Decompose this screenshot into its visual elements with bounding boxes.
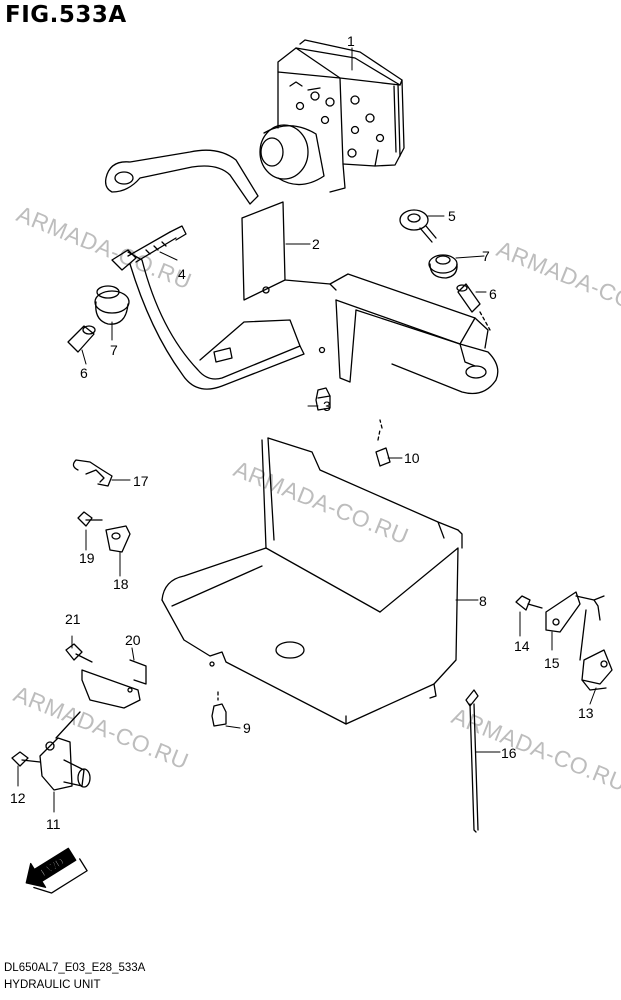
callout-15: 15 — [544, 655, 560, 671]
bolt-part-19 — [77, 511, 103, 527]
callout-4: 4 — [178, 266, 186, 282]
bracket-part-15 — [545, 591, 601, 633]
grommet-part-7-right — [428, 254, 458, 279]
callout-16: 16 — [501, 745, 517, 761]
callout-10: 10 — [404, 450, 420, 466]
callout-6: 6 — [489, 286, 497, 302]
grommet-part-7-left — [94, 285, 130, 325]
callout-2: 2 — [312, 236, 320, 252]
clamp-part-17 — [72, 459, 113, 487]
figure-title: FIG.533A — [5, 2, 127, 28]
hydraulic-unit-part-1 — [259, 39, 405, 193]
callout-5: 5 — [448, 208, 456, 224]
callout-14: 14 — [514, 638, 530, 654]
speed-sensor-part-13 — [579, 595, 613, 691]
callout-21: 21 — [65, 611, 81, 627]
collar-part-6-right — [456, 283, 491, 331]
speed-sensor-part-11 — [39, 711, 91, 791]
callout-18: 18 — [113, 576, 129, 592]
bolt-part-9 — [211, 691, 227, 727]
bolt-part-14 — [515, 595, 543, 611]
callout-3: 3 — [323, 398, 331, 414]
bolt-part-3 — [315, 387, 331, 411]
bolt-part-4 — [111, 225, 187, 271]
callout-20: 20 — [125, 632, 141, 648]
bracket-part-20 — [81, 659, 147, 709]
callout-11: 11 — [46, 816, 61, 832]
callout-19: 19 — [79, 550, 95, 566]
callout-7b: 7 — [110, 342, 118, 358]
bolt-part-12 — [11, 751, 41, 767]
diagram-code: DL650AL7_E03_E28_533A — [4, 962, 146, 974]
bolt-part-21 — [65, 643, 93, 663]
fwd-arrow-icon: FWD — [25, 847, 88, 894]
clip-part-10 — [375, 419, 391, 467]
diagram-subtitle: HYDRAULIC UNIT — [4, 979, 101, 991]
callout-13: 13 — [578, 705, 594, 721]
callout-6b: 6 — [80, 365, 88, 381]
bracket-part-2 — [104, 149, 499, 395]
watermark: ARMADA-CO.RU — [13, 201, 195, 295]
callout-1: 1 — [347, 33, 355, 49]
clamp-part-18 — [105, 525, 131, 553]
leader-lines — [17, 47, 597, 813]
tray-part-8 — [161, 437, 463, 725]
watermark: ARMADA-CO.RU — [10, 681, 192, 775]
callout-12: 12 — [10, 790, 26, 806]
callout-labels: 1 2 3 4 5 6 6 7 7 8 9 10 11 12 13 14 15 … — [10, 33, 594, 832]
callout-8: 8 — [479, 593, 487, 609]
watermark: ARMADA-CO.RU — [230, 456, 412, 550]
watermark: ARMADA-CO.RU — [493, 236, 621, 330]
callout-9: 9 — [243, 720, 251, 736]
cable-tie-part-16 — [465, 689, 479, 833]
bolt-part-5 — [399, 209, 437, 243]
watermarks: ARMADA-CO.RU ARMADA-CO.RU ARMADA-CO.RU A… — [10, 201, 621, 797]
collar-part-6-left — [67, 325, 96, 353]
callout-17: 17 — [133, 473, 149, 489]
callout-7: 7 — [482, 248, 490, 264]
